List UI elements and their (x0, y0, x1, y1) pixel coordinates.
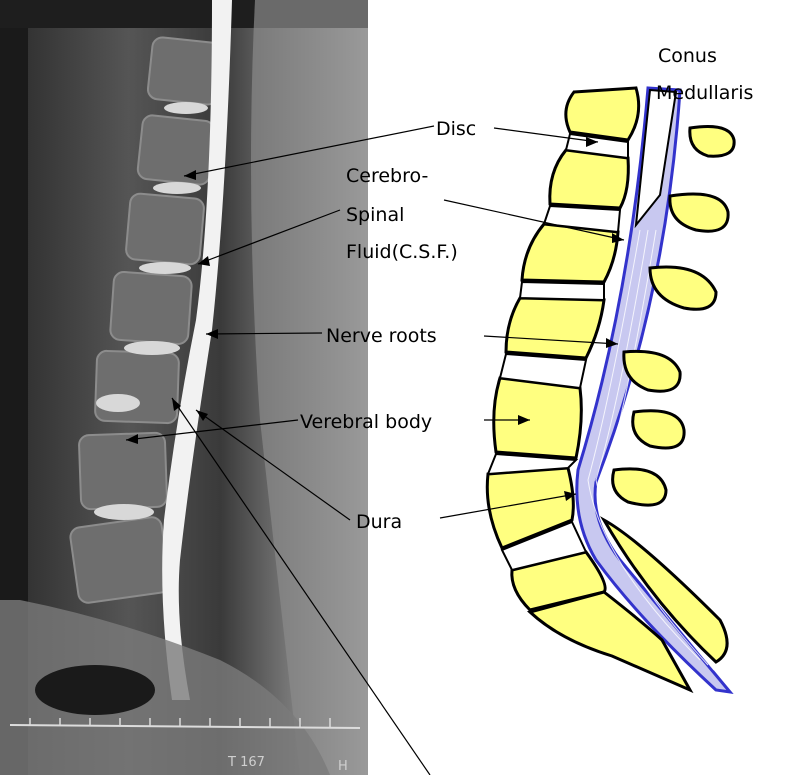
mri-vertebra (69, 516, 171, 604)
label-conus-line1: Conus (658, 45, 717, 67)
mri-disc (153, 182, 201, 194)
mri-vertebra (110, 271, 193, 344)
spinous-process (670, 194, 728, 231)
spinous-process (613, 469, 666, 505)
spinous-process (633, 411, 684, 448)
mri-scale-text: T 167 (227, 755, 265, 770)
mri-pelvis-shadow (35, 665, 155, 715)
label-csf-line1: Cerebro- (346, 165, 428, 187)
spinous-process (650, 267, 716, 309)
label-csf-line2: Spinal (346, 204, 404, 226)
schematic-vertebra (550, 150, 629, 208)
label-vertebral-body: Verebral body (300, 411, 432, 433)
mri-corner-text: H (338, 759, 348, 774)
mri-vertebra (79, 433, 168, 510)
mri-disc (124, 341, 180, 355)
mri-disc (96, 394, 140, 412)
mri-disc (94, 504, 154, 520)
mri-vertebra (137, 114, 215, 185)
label-disc: Disc (436, 118, 476, 140)
schematic-vertebra (522, 224, 618, 282)
spine-schematic (487, 88, 734, 692)
schematic-vertebra (506, 298, 604, 358)
mri-vertebra (125, 193, 204, 265)
label-conus-line2: Medullaris (656, 82, 753, 104)
schematic-vertebra (566, 88, 639, 140)
schematic-vertebra (494, 378, 582, 458)
label-csf-line3: Fluid(C.S.F.) (346, 241, 458, 263)
mri-image: T 167 H (0, 0, 368, 775)
schematic-disc (520, 282, 604, 300)
mri-disc (139, 262, 191, 274)
label-dura: Dura (356, 511, 402, 533)
mri-vertebra (95, 351, 179, 424)
label-nerve-roots: Nerve roots (326, 325, 437, 347)
mri-disc (164, 102, 208, 114)
spinous-process (690, 127, 734, 157)
spinous-process (624, 351, 680, 391)
